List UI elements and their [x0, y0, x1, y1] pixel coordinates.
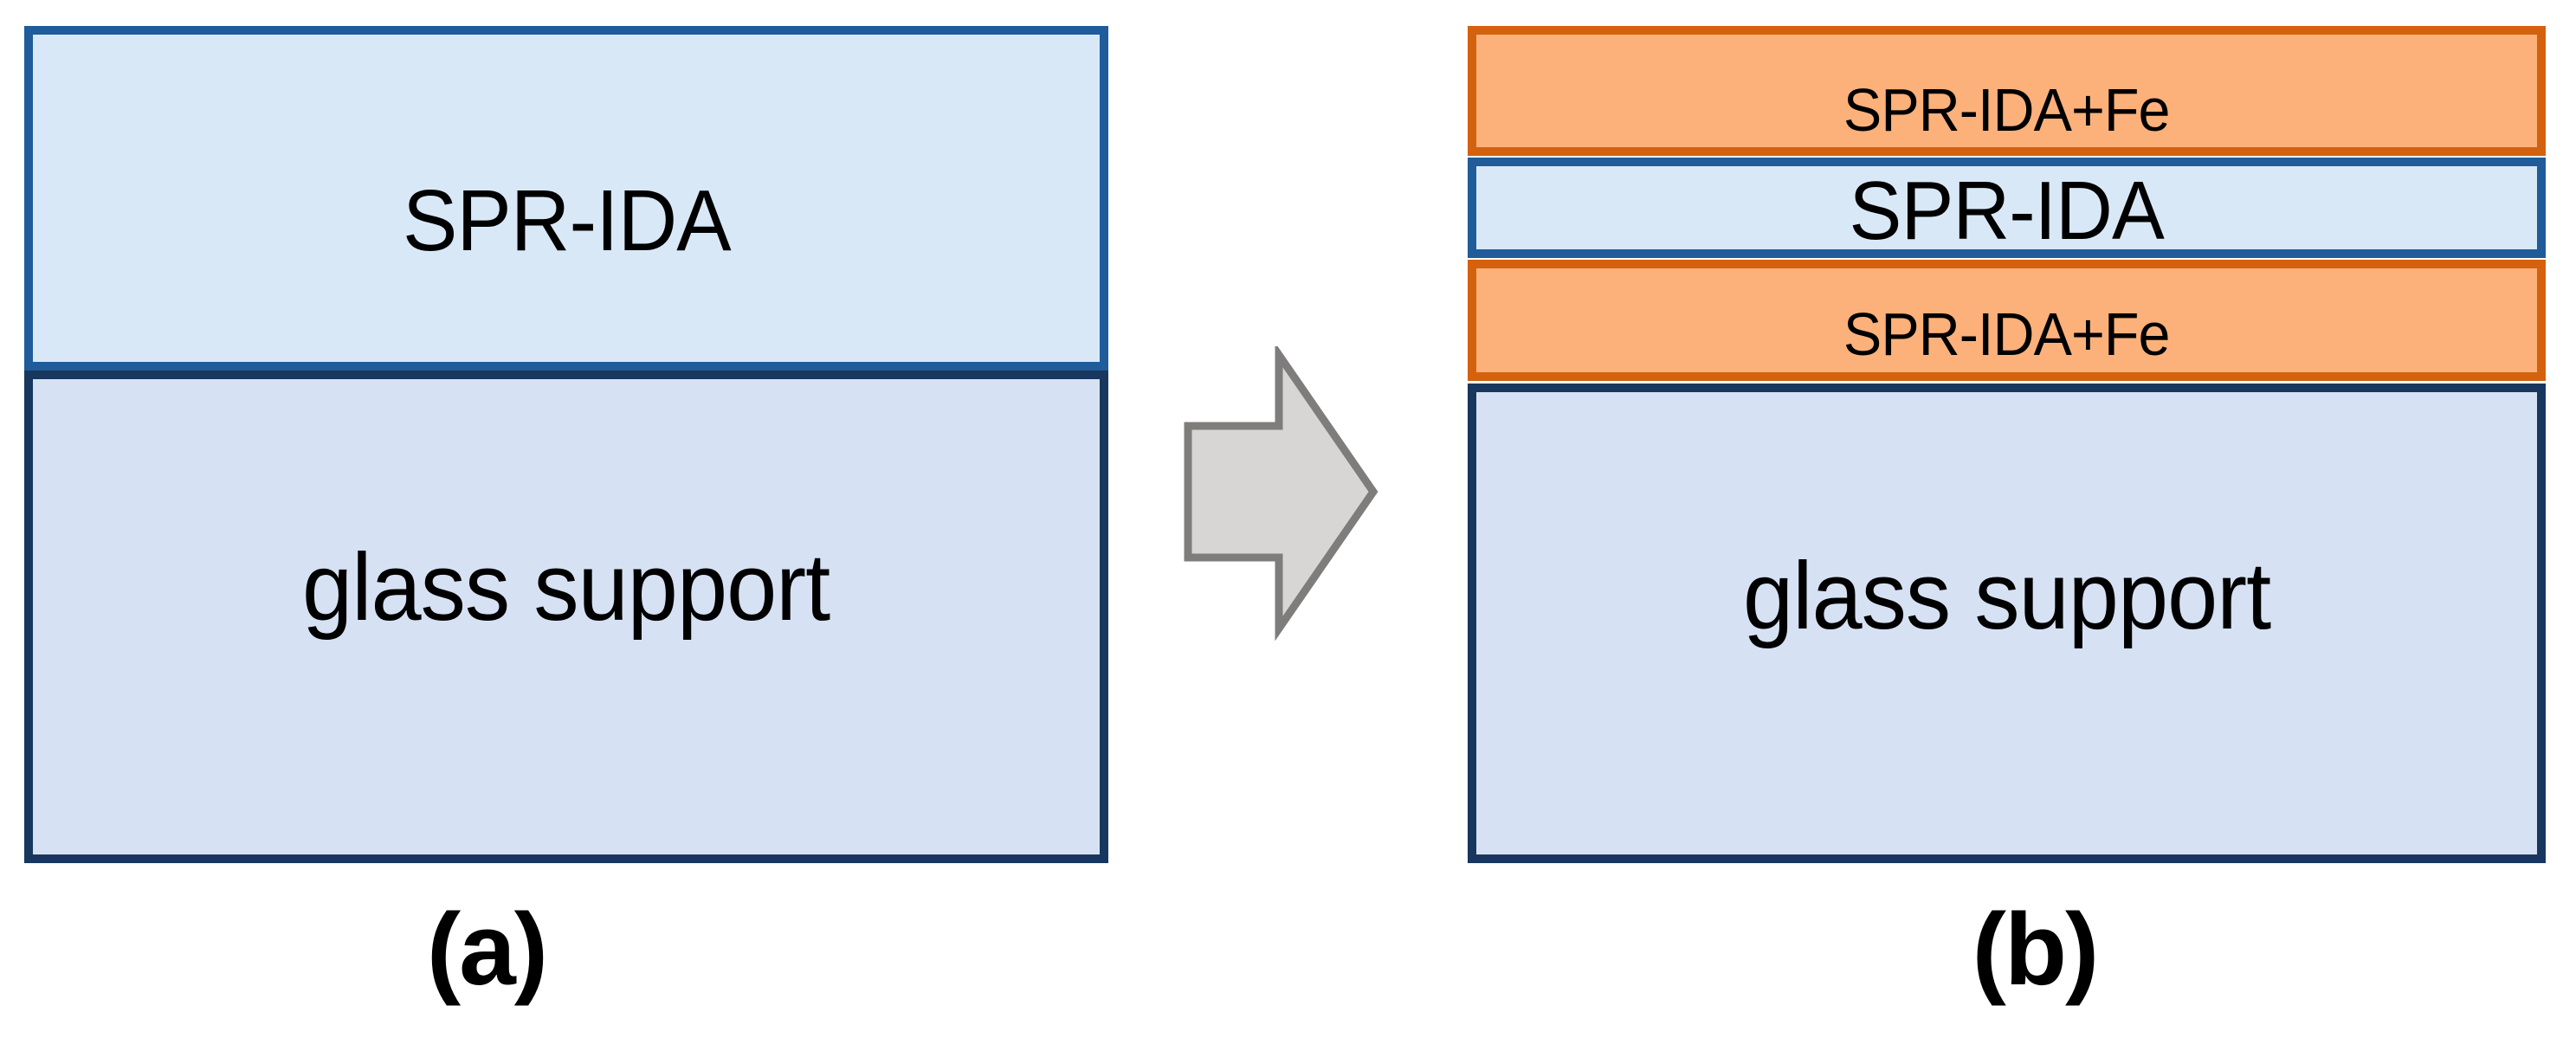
panel-b-spr-ida-fe-bottom-label: SPR-IDA+Fe	[1843, 300, 2171, 368]
panel-b-spr-ida-fe-top-label: SPR-IDA+Fe	[1843, 76, 2171, 144]
panel-a-layer-spr-ida: SPR-IDA	[24, 26, 1108, 371]
right-arrow-icon	[1184, 346, 1378, 641]
panel-a-glass-support-label: glass support	[302, 534, 830, 641]
panel-b-caption: (b)	[1972, 893, 2100, 1007]
panel-b-layer-spr-ida: SPR-IDA	[1468, 158, 2546, 258]
panel-a-spr-ida-label: SPR-IDA	[402, 171, 732, 269]
panel-a-caption: (a)	[426, 893, 548, 1007]
panel-b-layer-spr-ida-fe-top: SPR-IDA+Fe	[1468, 26, 2546, 156]
panel-a-layer-glass-support: glass support	[24, 371, 1108, 863]
panel-b-spr-ida-label: SPR-IDA	[1849, 164, 2165, 257]
panel-b-layer-spr-ida-fe-bottom: SPR-IDA+Fe	[1468, 260, 2546, 381]
panel-b-layer-glass-support: glass support	[1468, 384, 2546, 863]
panel-b-glass-support-label: glass support	[1742, 542, 2271, 649]
